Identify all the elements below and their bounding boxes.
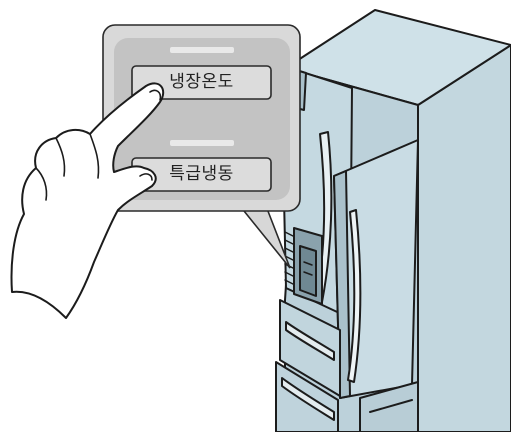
fridge-temp-button-label: 냉장온도 xyxy=(132,68,271,96)
callout-panel xyxy=(103,25,300,268)
indicator-light-temp xyxy=(170,47,234,53)
callout-pointer xyxy=(240,206,290,268)
indicator-light-freeze xyxy=(170,140,234,146)
fridge-side-panel xyxy=(418,45,511,432)
refrigerator xyxy=(276,10,511,432)
express-freeze-button-label: 특급냉동 xyxy=(132,160,271,188)
dispenser-inner xyxy=(300,246,316,296)
